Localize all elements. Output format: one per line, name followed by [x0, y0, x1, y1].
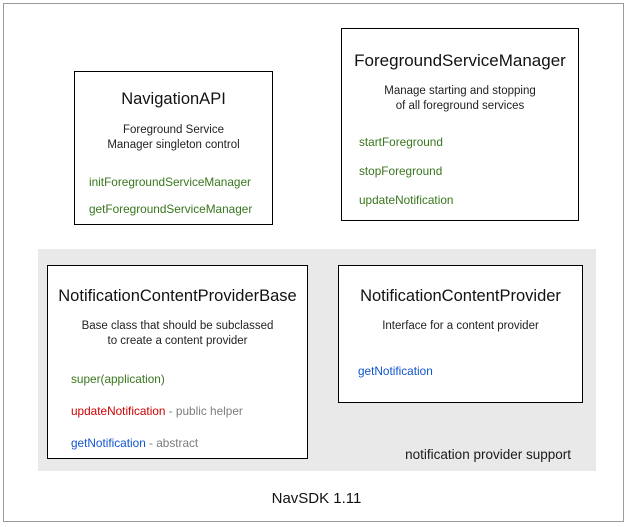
- member-name: super(application): [71, 372, 165, 387]
- member-list-notification-content-provider-base: super(application) updateNotification - …: [48, 372, 307, 450]
- member-note: - abstract: [145, 435, 199, 450]
- group-panel-label: notification provider support: [405, 447, 571, 462]
- class-description-notification-content-provider: Interface for a content provider: [339, 319, 582, 334]
- member-row[interactable]: getNotification - abstract: [71, 436, 307, 451]
- class-description-line-1: Manage starting and stopping: [384, 85, 536, 97]
- member-row[interactable]: stopForeground: [359, 164, 578, 179]
- member-list-notification-content-provider: getNotification: [339, 364, 582, 379]
- member-name: updateNotification: [71, 404, 166, 419]
- member-name: getNotification: [71, 435, 146, 450]
- class-title-foreground-service-manager: ForegroundServiceManager: [354, 51, 566, 70]
- class-description-line-2: Manager singleton control: [107, 139, 240, 152]
- member-row[interactable]: super(application): [71, 372, 307, 387]
- class-description-notification-content-provider-base: Base class that should be subclassed to …: [48, 319, 307, 349]
- member-row[interactable]: updateNotification: [359, 193, 578, 208]
- member-row[interactable]: startForeground: [359, 135, 578, 150]
- member-note: - public helper: [165, 404, 243, 419]
- member-row[interactable]: updateNotification - public helper: [71, 404, 307, 419]
- class-description-line-1: Foreground Service: [123, 124, 224, 136]
- member-row[interactable]: getForegroundServiceManager: [89, 202, 272, 217]
- class-description-foreground-service-manager: Manage starting and stopping of all fore…: [342, 84, 578, 114]
- member-list-navigation-api: initForegroundServiceManager getForegrou…: [75, 175, 272, 216]
- class-description-line-1: Interface for a content provider: [382, 320, 539, 332]
- class-box-notification-content-provider[interactable]: NotificationContentProvider Interface fo…: [338, 265, 583, 403]
- class-box-navigation-api[interactable]: NavigationAPI Foreground Service Manager…: [74, 71, 273, 225]
- member-name: stopForeground: [359, 164, 443, 179]
- class-title-notification-content-provider-base: NotificationContentProviderBase: [58, 287, 297, 305]
- class-title-navigation-api: NavigationAPI: [121, 90, 226, 108]
- member-row[interactable]: getNotification: [358, 364, 582, 379]
- class-description-line-2: to create a content provider: [107, 335, 248, 348]
- member-name: getForegroundServiceManager: [89, 202, 253, 217]
- class-description-navigation-api: Foreground Service Manager singleton con…: [75, 123, 272, 153]
- member-name: startForeground: [359, 135, 443, 150]
- member-name: initForegroundServiceManager: [89, 175, 251, 190]
- member-list-foreground-service-manager: startForeground stopForeground updateNot…: [342, 135, 578, 207]
- member-name: updateNotification: [359, 192, 454, 207]
- member-name: getNotification: [358, 364, 433, 379]
- member-row[interactable]: initForegroundServiceManager: [89, 175, 272, 190]
- class-title-notification-content-provider: NotificationContentProvider: [360, 287, 561, 305]
- footer-caption: NavSDK 1.11: [271, 490, 362, 507]
- class-description-line-1: Base class that should be subclassed: [81, 320, 274, 332]
- class-box-notification-content-provider-base[interactable]: NotificationContentProviderBase Base cla…: [47, 265, 308, 459]
- class-box-foreground-service-manager[interactable]: ForegroundServiceManager Manage starting…: [341, 28, 579, 221]
- class-description-line-2: of all foreground services: [395, 100, 525, 113]
